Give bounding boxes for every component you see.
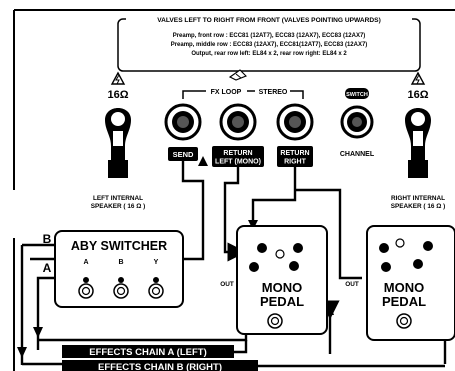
pedal-1-led	[275, 249, 285, 259]
left-speaker-jack-icon	[105, 108, 131, 178]
pedal-2-footswitch[interactable]	[396, 313, 412, 329]
right-speaker-jack-icon	[405, 108, 431, 178]
effects-chain-b-banner: EFFECTS CHAIN B (RIGHT)	[62, 360, 258, 371]
left-speaker-output: 16Ω LEFT INTERNAL SPEAKER ( 16 Ω )	[91, 71, 146, 210]
send-jack[interactable]	[164, 103, 202, 141]
return-right-label-2: RIGHT	[284, 159, 307, 166]
return-right-route-cable	[251, 167, 297, 228]
pedal-1-out-label: OUT	[220, 281, 234, 288]
right-speaker-impedance: 16Ω	[407, 89, 428, 101]
aby-port-y-label: Y	[154, 259, 159, 266]
right-speaker-label-1: RIGHT INTERNAL	[391, 195, 445, 202]
return-right-jack[interactable]	[276, 103, 314, 141]
send-label: SEND	[173, 150, 194, 159]
aby-switcher: ABY SWITCHER A B Y	[54, 230, 184, 308]
return-left-label-2: LEFT (MONO)	[215, 159, 261, 166]
footswitch-badge: SWITCH	[345, 88, 369, 99]
footswitch-badge-label: SWITCH	[346, 92, 368, 98]
route-a-label: A	[43, 261, 52, 275]
return-left-label-box: RETURN LEFT (MONO)	[212, 146, 264, 167]
pedal-1-knob-1	[257, 243, 267, 253]
aby-title: ABY SWITCHER	[71, 239, 167, 253]
valves-line-front: Preamp, front row : ECC81 (12AT7), ECC83…	[173, 33, 366, 39]
right-warning-icon	[410, 71, 426, 85]
valves-line-rear: Output, rear row left: EL84 x 2, rear ro…	[191, 51, 347, 57]
pedal-1-label-1: MONO	[262, 280, 302, 295]
pedal-2-label-1: MONO	[384, 280, 424, 295]
aby-footswitch-a[interactable]	[78, 277, 94, 299]
left-speaker-impedance: 16Ω	[107, 89, 128, 101]
pedal-2-knob-4	[413, 259, 423, 269]
return-right-label-1: RETURN	[280, 150, 309, 157]
valves-info-box: VALVES LEFT TO RIGHT FROM FRONT (VALVES …	[117, 14, 421, 72]
valves-title: VALVES LEFT TO RIGHT FROM FRONT (VALVES …	[157, 17, 381, 24]
pedal-2-led	[395, 238, 405, 248]
mono-pedal-1: MONO PEDAL	[236, 225, 328, 335]
left-warning-icon	[110, 71, 126, 85]
left-speaker-label-2: SPEAKER ( 16 Ω )	[91, 203, 146, 210]
right-speaker-label-2: SPEAKER ( 16 Ω )	[391, 203, 446, 210]
pedal-1-footswitch[interactable]	[267, 313, 283, 329]
pedal-2-knob-1	[379, 243, 389, 253]
send-to-aby-cable	[180, 161, 205, 261]
aby-port-b-label: B	[118, 259, 123, 266]
return-left-jack[interactable]	[219, 103, 257, 141]
valves-line-middle: Preamp, middle row : ECC83 (12AX7), ECC8…	[171, 42, 368, 48]
route-b-label: B	[43, 232, 52, 246]
aby-port-a-label: A	[83, 259, 88, 266]
route-a-line	[36, 276, 55, 283]
return-left-label-1: RETURN	[223, 150, 252, 157]
footswitch-pedal-icon	[228, 69, 247, 81]
aby-footswitch-b[interactable]	[113, 277, 129, 299]
pedal-2-knob-2	[423, 241, 433, 251]
mono-pedal-2: MONO PEDAL	[366, 225, 455, 341]
channel-jack[interactable]	[340, 105, 374, 139]
fx-loop-label: FX LOOP	[211, 89, 242, 96]
pedal-2-out-label: OUT	[345, 281, 359, 288]
chain-a-right-line	[234, 340, 248, 354]
pedal-a-to-return-left-cable	[223, 167, 247, 262]
fx-loop-bracket: FX LOOP STEREO	[182, 69, 304, 99]
pedal-2-label-2: PEDAL	[382, 294, 426, 309]
stereo-label: STEREO	[259, 89, 288, 96]
return-right-label-box: RETURN RIGHT	[277, 146, 313, 167]
aby-footswitch-y[interactable]	[148, 277, 164, 299]
pedal-1-knob-4	[289, 261, 299, 271]
pedal-2-knob-3	[381, 262, 391, 272]
pedal-b-to-return-right-cable	[295, 188, 362, 280]
left-speaker-label-1: LEFT INTERNAL	[93, 195, 143, 202]
send-label-box: SEND	[168, 147, 198, 161]
right-speaker-output: 16Ω RIGHT INTERNAL SPEAKER ( 16 Ω )	[391, 71, 446, 210]
pedal-1-label-2: PEDAL	[260, 294, 304, 309]
channel-label: CHANNEL	[340, 151, 375, 158]
pedal-1-knob-2	[293, 243, 303, 253]
effects-chain-a-label: EFFECTS CHAIN A (LEFT)	[89, 347, 207, 358]
pedal-1-knob-3	[249, 262, 259, 272]
effects-chain-b-label: EFFECTS CHAIN B (RIGHT)	[98, 362, 222, 371]
effects-chain-a-banner: EFFECTS CHAIN A (LEFT)	[62, 345, 234, 358]
